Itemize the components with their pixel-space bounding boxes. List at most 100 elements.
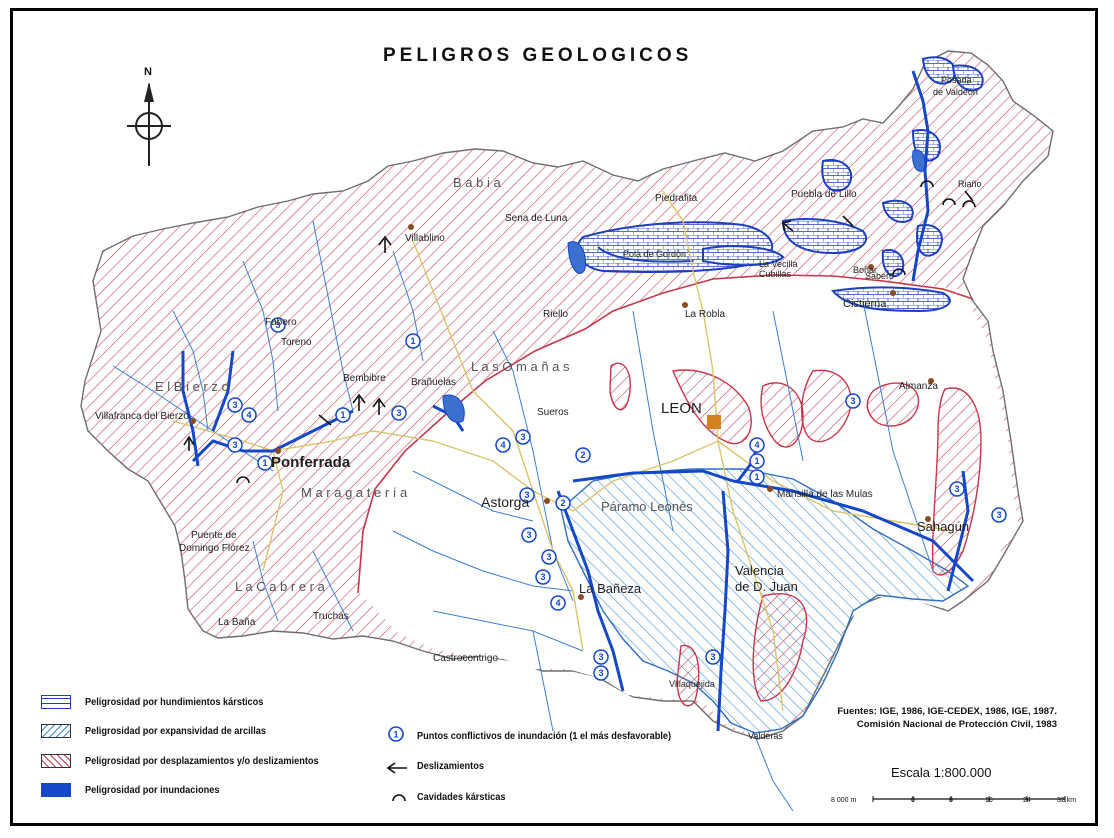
place-truchas: Truchas <box>313 611 349 622</box>
flood-point: 3 <box>519 487 535 503</box>
flood-rivers <box>181 70 975 732</box>
place-puebla-de-lillo: Puebla de Lillo <box>791 189 857 200</box>
svg-text:3: 3 <box>850 396 855 406</box>
legend-swatch-clay <box>41 724 71 738</box>
scale-tick-0: 8 000 m <box>831 797 857 804</box>
flood-point: 3 <box>521 527 537 543</box>
place-cubillas: Cubillas <box>759 269 792 279</box>
north-arrow-icon <box>127 82 171 166</box>
flood-point: 3 <box>593 665 609 681</box>
sources-line-2: Comisión Nacional de Protección Civil, 1… <box>856 719 1057 730</box>
flood-point: 3 <box>227 437 243 453</box>
flood-points: 3 1 3 4 3 1 1 3 4 3 2 3 2 3 3 3 4 3 3 3 … <box>227 317 1007 681</box>
flood-point: 2 <box>555 495 571 511</box>
flood-point: 3 <box>949 481 965 497</box>
flood-point: 1 <box>405 333 421 349</box>
place-bembibre: Bembibre <box>343 373 386 384</box>
place-almanza: Almanza <box>899 381 938 392</box>
legend-label-landslide: Peligrosidad por desplazamientos y/o des… <box>85 756 319 767</box>
place-posada-2: de Valdeón <box>933 87 978 97</box>
svg-text:3: 3 <box>546 552 551 562</box>
legend-swatch-flood <box>41 783 71 797</box>
flood-point: 4 <box>241 407 257 423</box>
place-puente-2: Domingo Flórez <box>179 543 250 554</box>
flood-point: 3 <box>535 569 551 585</box>
place-castrocontrigo: Castrocontrigo <box>433 653 498 664</box>
svg-text:4: 4 <box>500 440 505 450</box>
svg-text:3: 3 <box>996 510 1001 520</box>
place-fabero: Fabero <box>265 317 297 328</box>
place-toreno: Toreno <box>281 337 312 348</box>
karst-cavity-markers <box>236 180 976 484</box>
svg-text:2: 2 <box>580 450 585 460</box>
svg-text:3: 3 <box>598 668 603 678</box>
place-pola-de-gordon: Pola de Gordón <box>623 249 686 259</box>
legend-flood-point-number: 1 <box>393 730 398 740</box>
flood-point: 3 <box>991 507 1007 523</box>
svg-text:3: 3 <box>710 652 715 662</box>
place-la-baneza: La Bañeza <box>579 581 642 596</box>
region-paramo-leones: Páramo Leonés <box>601 499 693 514</box>
svg-text:3: 3 <box>954 484 959 494</box>
place-vecilla: La Vecilla <box>759 259 798 269</box>
flood-point: 3 <box>541 549 557 565</box>
place-valencia: Valencia <box>735 563 785 578</box>
reservoirs <box>442 149 926 423</box>
place-valderas: Valderas <box>748 731 783 741</box>
svg-text:4: 4 <box>555 598 560 608</box>
flood-point: 1 <box>749 469 765 485</box>
landslide-boundary <box>357 274 974 594</box>
place-ponferrada: Ponferrada <box>271 454 351 471</box>
flood-point: 3 <box>270 317 286 333</box>
landslide-markers <box>183 190 974 451</box>
place-mansilla: Mansilla de las Mulas <box>777 489 873 500</box>
place-de-d-juan: de D. Juan <box>735 579 798 594</box>
legend-label-clay: Peligrosidad por expansividad de arcilla… <box>85 726 267 737</box>
karst-cavity-icon <box>392 794 406 802</box>
legend-label-cavities: Cavidades kársticas <box>417 792 506 803</box>
place-sueros: Sueros <box>537 407 569 418</box>
place-villaquejida: Villaquejida <box>669 679 715 689</box>
flood-point: 1 <box>335 407 351 423</box>
place-sabero: Sabero <box>865 271 894 281</box>
svg-text:3: 3 <box>524 490 529 500</box>
legend-label-flood-points: Puntos conflictivos de inundación (1 el … <box>417 731 672 742</box>
place-la-bana: La Baña <box>218 617 256 628</box>
leon-city-marker <box>707 415 721 429</box>
region-maragateria: M a r a g a t e r í a <box>301 485 408 500</box>
legend-swatch-landslide <box>41 754 71 768</box>
svg-text:1: 1 <box>262 458 267 468</box>
flood-point: 3 <box>515 429 531 445</box>
flood-point: 4 <box>495 437 511 453</box>
place-piedrafita: Piedrafita <box>655 193 698 204</box>
legend-swatch-karst <box>41 695 71 709</box>
flood-point: 3 <box>705 649 721 665</box>
region-babia: B a b i a <box>453 175 501 190</box>
svg-text:3: 3 <box>526 530 531 540</box>
north-label: N <box>144 66 152 78</box>
place-posada-1: Posada <box>941 75 972 85</box>
flood-point: 4 <box>749 437 765 453</box>
svg-text:3: 3 <box>232 440 237 450</box>
flood-point: 3 <box>391 405 407 421</box>
scale-tick-3: 16 <box>985 797 993 804</box>
place-sena-de-luna: Sena de Luna <box>505 213 568 224</box>
svg-text:4: 4 <box>754 440 759 450</box>
flood-point: 3 <box>845 393 861 409</box>
flood-point: 3 <box>593 649 609 665</box>
svg-text:3: 3 <box>598 652 603 662</box>
svg-text:3: 3 <box>540 572 545 582</box>
scale-label: Escala 1:800.000 <box>891 765 992 780</box>
flood-point: 1 <box>749 453 765 469</box>
svg-text:4: 4 <box>246 410 251 420</box>
svg-text:1: 1 <box>340 410 345 420</box>
scale-tick-5: 32 km <box>1057 797 1077 804</box>
scale-bar <box>872 796 1066 802</box>
place-leon: LEON <box>661 400 702 417</box>
sources-line-1: Fuentes: IGE, 1986, IGE-CEDEX, 1986, IGE… <box>837 706 1057 717</box>
svg-text:3: 3 <box>232 400 237 410</box>
map-frame: PELIGROS GEOLOGICOS <box>10 8 1098 826</box>
svg-text:3: 3 <box>520 432 525 442</box>
place-sahagun: Sahagún <box>917 519 969 534</box>
svg-text:1: 1 <box>410 336 415 346</box>
